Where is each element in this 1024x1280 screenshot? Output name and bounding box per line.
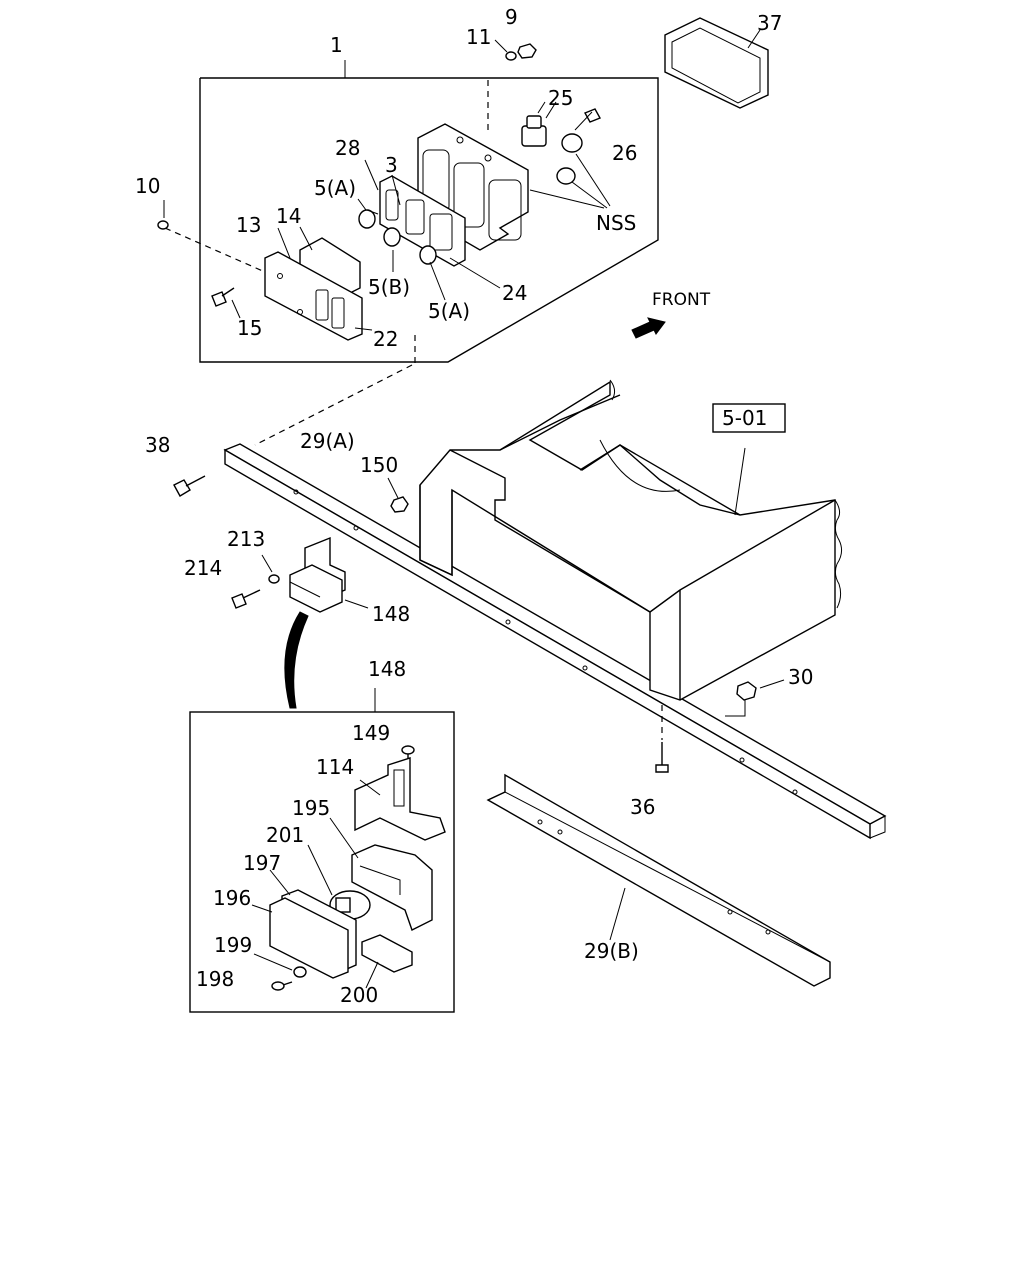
label-9: 9 <box>505 5 518 29</box>
label-24: 24 <box>502 281 527 305</box>
label-22: 22 <box>373 327 398 351</box>
cover-plate-13 <box>264 251 363 341</box>
label-150: 150 <box>360 453 398 477</box>
front-arrow-icon <box>631 317 666 339</box>
socket-25 <box>521 101 547 147</box>
bolt-38 <box>173 475 206 497</box>
label-3: 3 <box>385 153 398 177</box>
label-14: 14 <box>276 204 301 228</box>
label-201: 201 <box>266 823 304 847</box>
lens-196 <box>269 897 349 979</box>
ref-5-01-box <box>712 403 786 433</box>
label-5a-bottom: 5(A) <box>428 299 470 323</box>
label-30: 30 <box>788 665 813 689</box>
label-5a-top: 5(A) <box>314 176 356 200</box>
label-148-box: 148 <box>368 657 406 681</box>
washer-11 <box>505 51 517 61</box>
bulb-5b <box>383 227 401 247</box>
detail-box-148 <box>189 711 455 1013</box>
label-28: 28 <box>335 136 360 160</box>
label-36: 36 <box>630 795 655 819</box>
nut-9 <box>517 43 537 59</box>
label-114: 114 <box>316 755 354 779</box>
label-nss: NSS <box>596 211 636 235</box>
bolt-36 <box>655 705 669 773</box>
frame-5-01 <box>419 379 843 701</box>
label-front: FRONT <box>652 290 711 310</box>
nut-30 <box>736 681 757 701</box>
screw-198 <box>271 981 293 991</box>
label-11: 11 <box>466 25 491 49</box>
label-200: 200 <box>340 983 378 1007</box>
nss-part-1 <box>561 133 583 153</box>
marker-lamp-148 <box>289 536 346 613</box>
label-199: 199 <box>214 933 252 957</box>
label-196: 196 <box>213 886 251 910</box>
screw-15 <box>211 287 235 307</box>
label-25: 25 <box>548 86 573 110</box>
bracket-200 <box>361 934 413 973</box>
label-149: 149 <box>352 721 390 745</box>
label-198: 198 <box>196 967 234 991</box>
label-13: 13 <box>236 213 261 237</box>
bracket-114 <box>354 757 446 841</box>
label-26: 26 <box>612 141 637 165</box>
label-10: 10 <box>135 174 160 198</box>
label-195: 195 <box>292 796 330 820</box>
label-37: 37 <box>757 11 782 35</box>
label-29b: 29(B) <box>584 939 639 963</box>
label-197: 197 <box>243 851 281 875</box>
bulb-5a-lower <box>419 245 437 265</box>
washer-213 <box>268 574 280 584</box>
label-214: 214 <box>184 556 222 580</box>
label-148-top: 148 <box>372 602 410 626</box>
nut-150 <box>390 496 409 513</box>
angle-29b <box>486 773 831 987</box>
bolt-214 <box>231 589 261 609</box>
label-38: 38 <box>145 433 170 457</box>
label-15: 15 <box>237 316 262 340</box>
washer-199 <box>293 966 307 978</box>
assembly-1-frame <box>199 60 659 363</box>
label-1: 1 <box>330 33 343 57</box>
nss-part-2 <box>556 167 576 185</box>
label-29a: 29(A) <box>300 429 355 453</box>
part-37 <box>664 17 769 109</box>
washer-10 <box>157 220 169 230</box>
label-5b: 5(B) <box>368 275 410 299</box>
screw-26 <box>584 108 601 123</box>
label-213: 213 <box>227 527 265 551</box>
curved-pointer-arrow-icon <box>284 611 309 709</box>
housing-195 <box>351 844 433 931</box>
label-5-01: 5-01 <box>722 406 767 430</box>
bulb-5a-upper <box>358 209 379 229</box>
rail-29a <box>223 443 887 840</box>
